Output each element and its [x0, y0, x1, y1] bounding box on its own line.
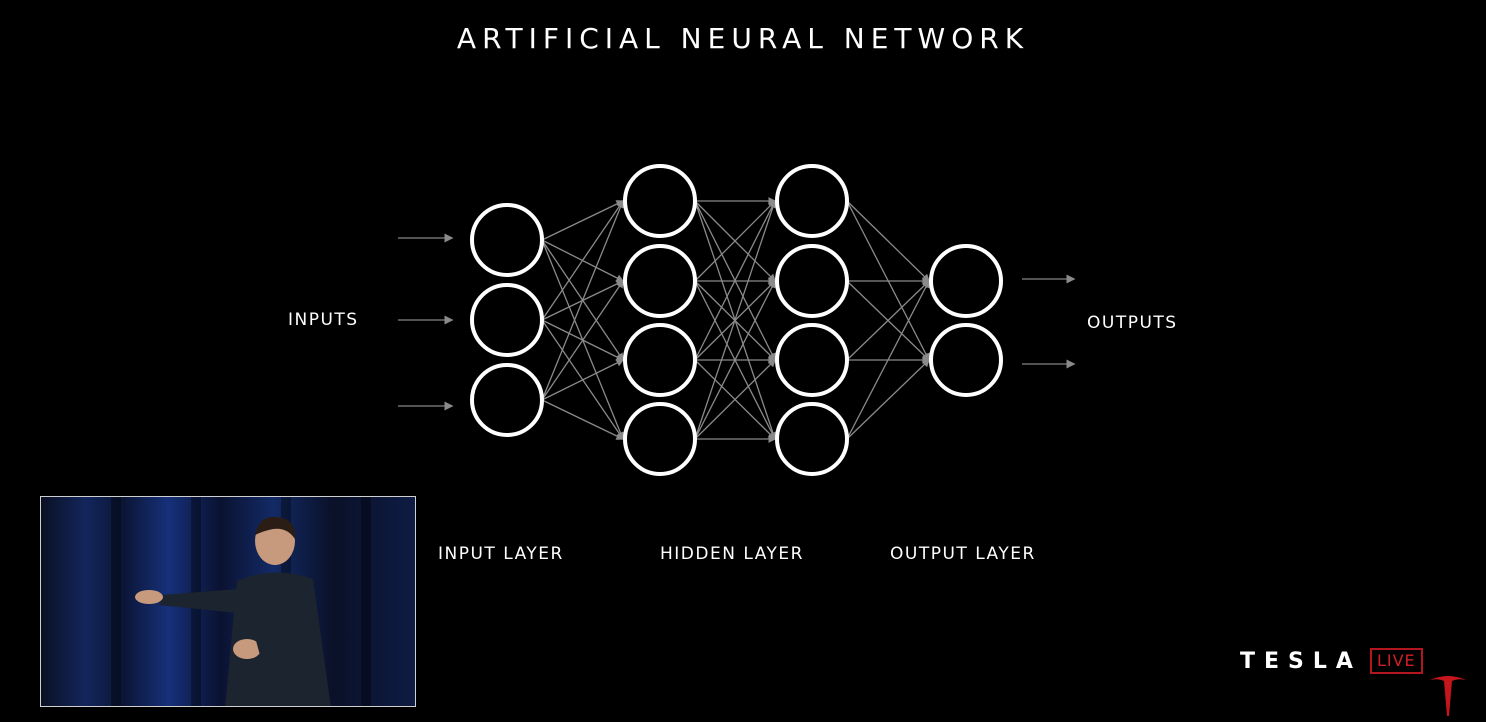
presenter-video-icon: [135, 516, 331, 706]
connection-edge: [846, 359, 930, 440]
hidden-layer-label: HIDDEN LAYER: [660, 544, 804, 564]
slide-title: ARTIFICIAL NEURAL NETWORK: [456, 22, 1030, 55]
connection-edge: [694, 199, 777, 440]
neuron-node-output: [929, 244, 1003, 318]
connection-edge: [541, 359, 625, 401]
inputs-label: INPUTS: [288, 310, 359, 330]
neuron-node-hidden-2: [775, 323, 849, 397]
neuron-node-hidden-1: [623, 323, 697, 397]
connection-edge: [541, 279, 624, 401]
neuron-node-input: [470, 203, 544, 277]
presenter-video-inset: [40, 496, 416, 707]
connection-edge: [541, 200, 625, 241]
input-layer-label: INPUT LAYER: [438, 544, 564, 564]
connection-edge: [541, 199, 624, 321]
neuron-node-output: [929, 323, 1003, 397]
tesla-live-logo: TESLA LIVE: [1240, 646, 1423, 676]
connection-edge: [694, 200, 776, 282]
outputs-label: OUTPUTS: [1087, 313, 1178, 333]
neuron-node-hidden-1: [623, 402, 697, 476]
output-layer-label: OUTPUT LAYER: [890, 544, 1036, 564]
connection-edge: [541, 199, 625, 401]
connection-edge: [846, 280, 930, 361]
neuron-node-hidden-2: [775, 244, 849, 318]
neuron-node-input: [470, 283, 544, 357]
tesla-t-icon: [1430, 676, 1466, 716]
live-badge: LIVE: [1369, 648, 1423, 674]
neuron-node-hidden-2: [775, 164, 849, 238]
neuron-node-hidden-1: [623, 164, 697, 238]
connection-edge: [541, 399, 625, 440]
connection-edge: [846, 200, 930, 282]
connection-edge: [694, 359, 776, 440]
connection-edge: [846, 279, 930, 440]
neuron-node-input: [470, 363, 544, 437]
tesla-wordmark: TESLA: [1240, 648, 1362, 674]
neuron-node-hidden-2: [775, 402, 849, 476]
connection-edge: [694, 279, 776, 440]
connection-edge: [694, 199, 776, 361]
neuron-node-hidden-1: [623, 244, 697, 318]
